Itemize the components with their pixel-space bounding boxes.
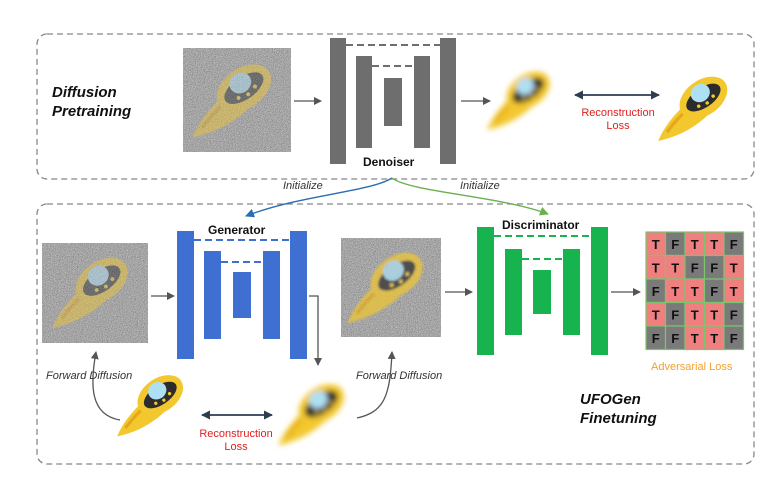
grid-cell-label: T [691,307,699,322]
grid-cell-label: F [652,331,660,346]
grid-cell-label: F [652,284,660,299]
grid-cell-label: T [652,237,660,252]
finetuning-title: UFOGen Finetuning [580,391,657,429]
grid-cell-label: F [730,307,738,322]
reconstruction-loss-bottom-line2: Loss [224,441,248,454]
grid-cell-label: F [671,237,679,252]
finetuning-title-line1: UFOGen [580,391,641,408]
pretraining-title-line1: Diffusion [52,84,117,101]
grid-cell [723,325,745,351]
generator-unet [177,231,307,359]
grid-cell-label: T [710,307,718,322]
grid-cell-label: T [730,260,738,275]
grid-cell-label: T [671,284,679,299]
pretraining-title-line2: Pretraining [52,102,132,120]
reconstruction-loss-top-line2: Loss [606,120,630,133]
reconstruction-loss-bottom-line1: Reconstruction [199,428,273,440]
initialize-label-left: Initialize [283,180,323,192]
finetuning-title-line2: Finetuning [580,409,657,427]
grid-cell-label: T [671,260,679,275]
grid-cell-label: F [671,307,679,322]
grid-cell-label: T [710,237,718,252]
discriminator-unet [477,227,608,355]
grid-cell-label: F [710,260,718,275]
noisy-image-top [183,48,291,152]
grid-cell-label: T [652,307,660,322]
forward-diffusion-arrow-right [356,351,396,419]
discriminator-label: Discriminator [502,218,580,232]
grid-cell-label: T [691,331,699,346]
generator-label: Generator [208,223,266,237]
finetuning-box [36,203,755,465]
grid-cell-label: T [691,284,699,299]
adversarial-loss-label: Adversarial Loss [651,361,733,373]
blurred-ufo-bottom [276,374,354,448]
reconstruction-loss-top: Reconstruction Loss [576,107,660,133]
grid-cell-label: T [710,331,718,346]
grid-cell-label: F [671,331,679,346]
denoiser-unet [330,38,456,164]
forward-diffusion-arrow-left [90,351,121,421]
grid-cell-label: F [730,237,738,252]
noisy-image-middle [341,238,441,337]
grid-cell-label: T [730,284,738,299]
arrow-generator-output [309,295,322,366]
forward-diffusion-label-left: Forward Diffusion [46,370,133,382]
pretraining-title: Diffusion Pretraining [52,84,131,122]
forward-diffusion-label-right: Forward Diffusion [356,370,443,382]
blurred-ufo-top [485,62,559,132]
reconstruction-loss-top-line1: Reconstruction [581,107,655,119]
grid-cell-label: F [710,284,718,299]
pretraining-box [36,33,755,180]
grid-cell-label: T [652,260,660,275]
clean-ufo-top [656,66,737,143]
initialize-label-right: Initialize [460,180,500,192]
grid-cell-label: F [691,260,699,275]
initialize-arrow-generator [245,177,393,218]
grid-cell-label: F [730,331,738,346]
denoiser-label: Denoiser [363,155,415,169]
initialize-arrow-discriminator [391,177,549,216]
grid-cell-label: T [691,237,699,252]
noisy-image-left [42,243,148,343]
reconstruction-loss-bottom: Reconstruction Loss [194,428,278,454]
